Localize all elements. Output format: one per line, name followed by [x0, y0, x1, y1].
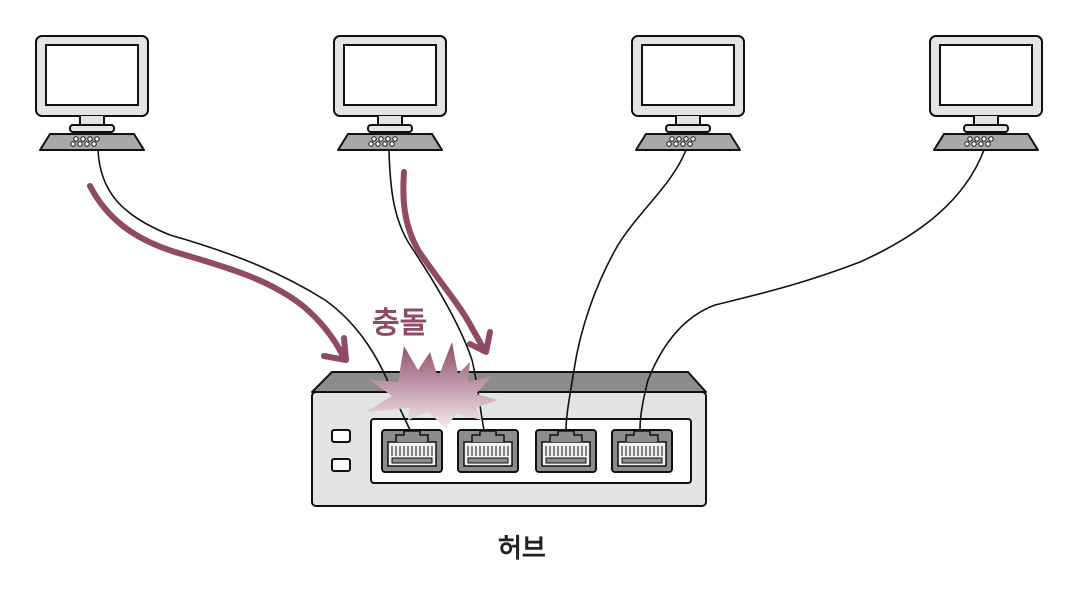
hub-label: 허브	[498, 534, 546, 564]
hub-indicator-light	[331, 458, 351, 472]
cable-1	[97, 149, 411, 431]
signal-arrow-1-head	[321, 335, 349, 363]
hub-indicator-light	[331, 429, 351, 443]
computer-3	[631, 35, 745, 151]
collision-burst	[366, 342, 498, 428]
signal-arrow-1	[87, 183, 346, 359]
computer-2	[333, 35, 447, 151]
hub-port-3	[535, 429, 597, 473]
cable-4	[639, 149, 985, 431]
computer-4	[929, 35, 1043, 151]
signal-arrow-2	[400, 169, 487, 353]
hub-device	[311, 371, 707, 507]
collision-label: 충돌	[372, 306, 427, 341]
computer-1	[35, 35, 149, 151]
signal-arrow-2-head	[467, 329, 493, 355]
cable-3	[565, 149, 687, 431]
hub-port-1	[381, 429, 443, 473]
hub-port-2	[457, 429, 519, 473]
hub-port-4	[611, 429, 673, 473]
